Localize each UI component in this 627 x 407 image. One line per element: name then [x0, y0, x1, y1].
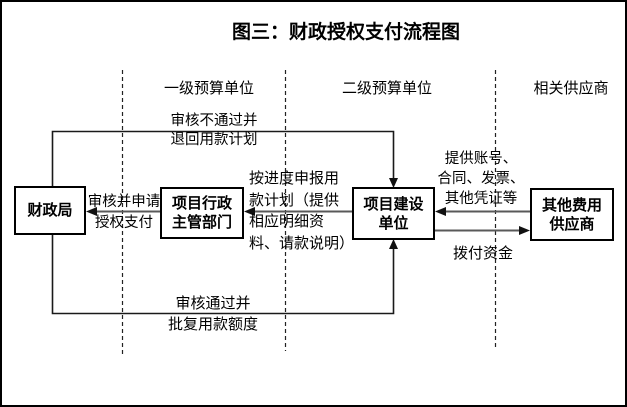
- edge-label-review-apply: 审核并申请 授权支付: [87, 194, 161, 231]
- flow-provide-docs-arrowhead-icon: [435, 207, 446, 216]
- edge-label-reject-return: 审核不通过并 退回用款计划: [170, 113, 258, 148]
- node-other-expense-supplier: 其他费用 供应商: [530, 188, 614, 241]
- diagram-title: 图三：财政授权支付流程图: [231, 22, 461, 43]
- flow-review-apply-arrowhead-icon: [86, 207, 97, 216]
- flow-allocate-funds-arrowhead-icon: [519, 226, 530, 235]
- column-header-level2-budget-unit: 二级预算单位: [341, 80, 433, 97]
- edge-label-approve-quota: 审核通过并 批复用款额度: [167, 295, 259, 333]
- flow-reject-return-line: [51, 130, 395, 186]
- node-finance-bureau: 财政局: [14, 186, 86, 235]
- flow-report-plan-arrowhead-icon: [244, 207, 255, 216]
- node-project-admin-department: 项目行政 主管部门: [160, 187, 244, 239]
- flow-reject-return-arrowhead-icon: [389, 178, 398, 188]
- flow-approve-quota-line: [51, 234, 395, 315]
- column-header-level1-budget-unit: 一级预算单位: [163, 80, 255, 97]
- edge-label-allocate-funds: 拨付资金: [452, 245, 514, 262]
- edge-label-provide-docs: 提供账号、 合同、发票、 其他凭证等: [437, 151, 525, 207]
- edge-label-report-plan: 按进度申报用 款计划（提供 相应明细资 料、请款说明）: [249, 170, 355, 252]
- column-header-related-suppliers: 相关供应商: [533, 80, 609, 97]
- flow-approve-quota-arrowhead-icon: [389, 239, 398, 249]
- node-project-construction-unit: 项目建设 单位: [352, 187, 435, 240]
